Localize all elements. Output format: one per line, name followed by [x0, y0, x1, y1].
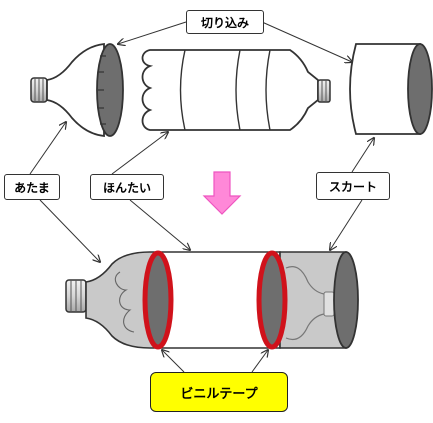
label-vinyl-tape: ビニルテープ — [150, 372, 288, 412]
label-body: ほんたい — [90, 174, 164, 200]
assembled-opening — [333, 251, 359, 349]
label-arrows — [29, 21, 374, 373]
label-head: あたま — [4, 174, 60, 200]
body-piece — [141, 49, 331, 131]
body-cap — [317, 79, 331, 103]
skirt-piece — [349, 43, 433, 135]
label-cut: 切り込み — [186, 10, 264, 34]
skirt-opening — [407, 43, 433, 135]
head-opening — [96, 43, 124, 137]
body-outline — [141, 49, 319, 131]
tape-ring-left — [142, 250, 174, 350]
label-skirt: スカート — [316, 172, 390, 200]
down-arrow-icon — [202, 171, 242, 215]
head-shoulder — [46, 42, 105, 138]
head-piece — [30, 42, 124, 138]
assembled-bottle — [65, 250, 359, 350]
tape-ring-right — [256, 250, 288, 350]
